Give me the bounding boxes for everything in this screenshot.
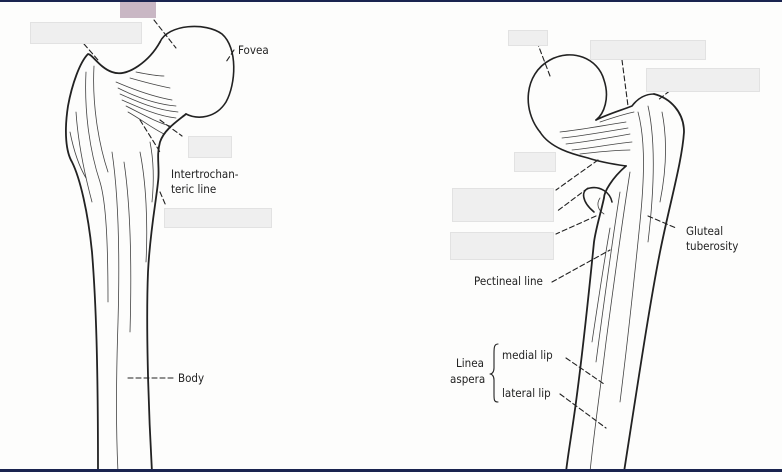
- right-femur-outline: [527, 54, 685, 469]
- blank-label-box: [452, 188, 554, 222]
- leader-lines: [83, 19, 677, 429]
- left-femur-outline: [65, 25, 235, 469]
- blank-label-box: [508, 30, 548, 46]
- blank-label-box: [590, 40, 706, 60]
- intertrochanteric-line-label-1: Intertrochan-: [171, 167, 239, 181]
- fovea-label: Fovea: [238, 43, 269, 57]
- blank-label-box: [30, 22, 142, 44]
- right-femur-shading: [559, 105, 667, 469]
- pectineal-line-label: Pectineal line: [474, 274, 543, 288]
- blank-label-box: [514, 152, 556, 172]
- intertrochanteric-line-label-2: teric line: [171, 182, 217, 196]
- left-femur-shading: [69, 65, 179, 469]
- gluteal-tuberosity-label-2: tuberosity: [686, 239, 739, 253]
- blank-label-box: [450, 232, 554, 260]
- blank-label-box: [164, 208, 272, 228]
- lateral-lip-label: lateral lip: [502, 386, 551, 400]
- linea-aspera-label-1: Linea: [456, 356, 484, 370]
- gluteal-tuberosity-label-1: Gluteal: [686, 224, 724, 238]
- blank-label-box: [646, 68, 760, 92]
- blank-label-box: [120, 2, 156, 18]
- medial-lip-label: medial lip: [502, 348, 553, 362]
- linea-aspera-brace: [489, 343, 499, 403]
- blank-label-box: [188, 136, 232, 158]
- linea-aspera-label-2: aspera: [450, 372, 486, 386]
- body-label: Body: [178, 371, 205, 385]
